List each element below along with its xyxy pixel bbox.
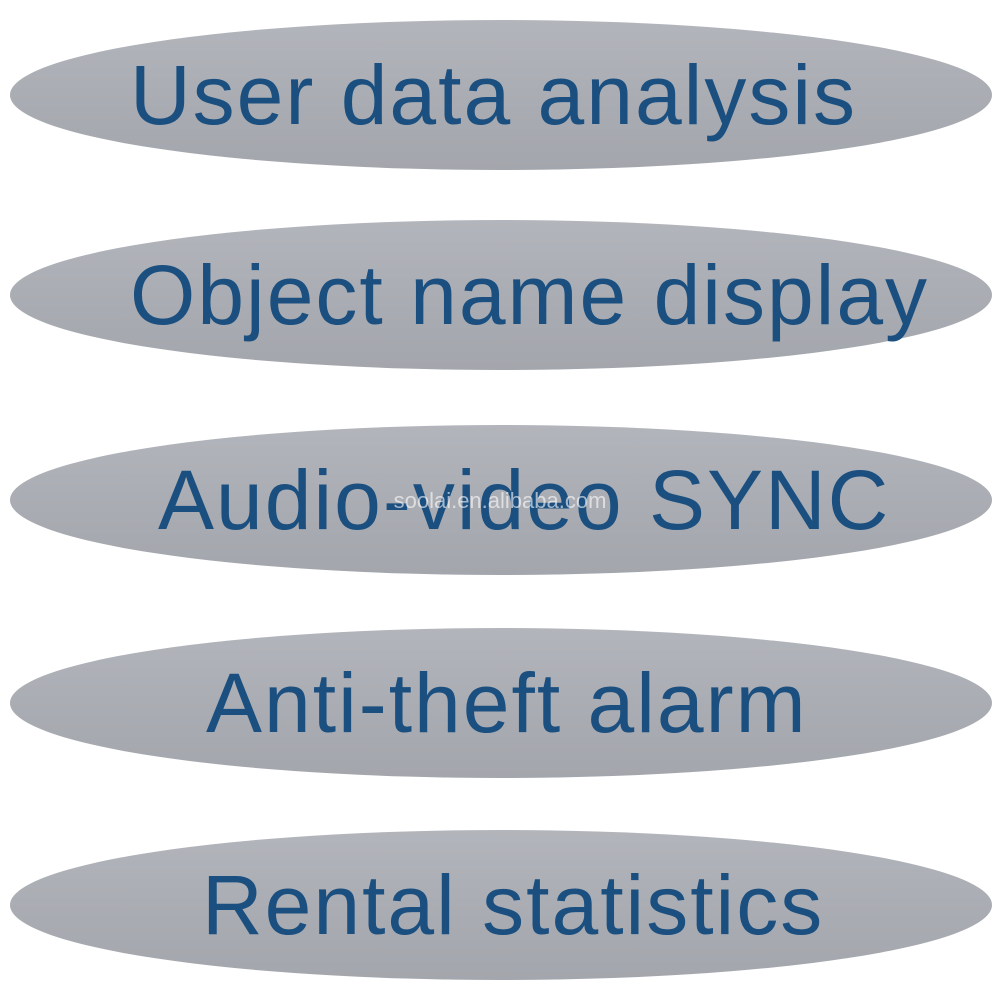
feature-label: Audio-video SYNC (158, 453, 891, 547)
feature-label: Anti-theft alarm (206, 656, 808, 750)
feature-label: User data analysis (130, 48, 857, 142)
feature-label: Object name display (130, 248, 930, 342)
feature-label: Rental statistics (202, 858, 825, 952)
feature-pill-rental-statistics: Rental statistics (10, 830, 992, 980)
feature-pill-anti-theft-alarm: Anti-theft alarm (10, 628, 992, 778)
feature-pill-audio-video-sync: Audio-video SYNC (10, 425, 992, 575)
feature-pill-object-name-display: Object name display (10, 220, 992, 370)
feature-pill-user-data-analysis: User data analysis (10, 20, 992, 170)
